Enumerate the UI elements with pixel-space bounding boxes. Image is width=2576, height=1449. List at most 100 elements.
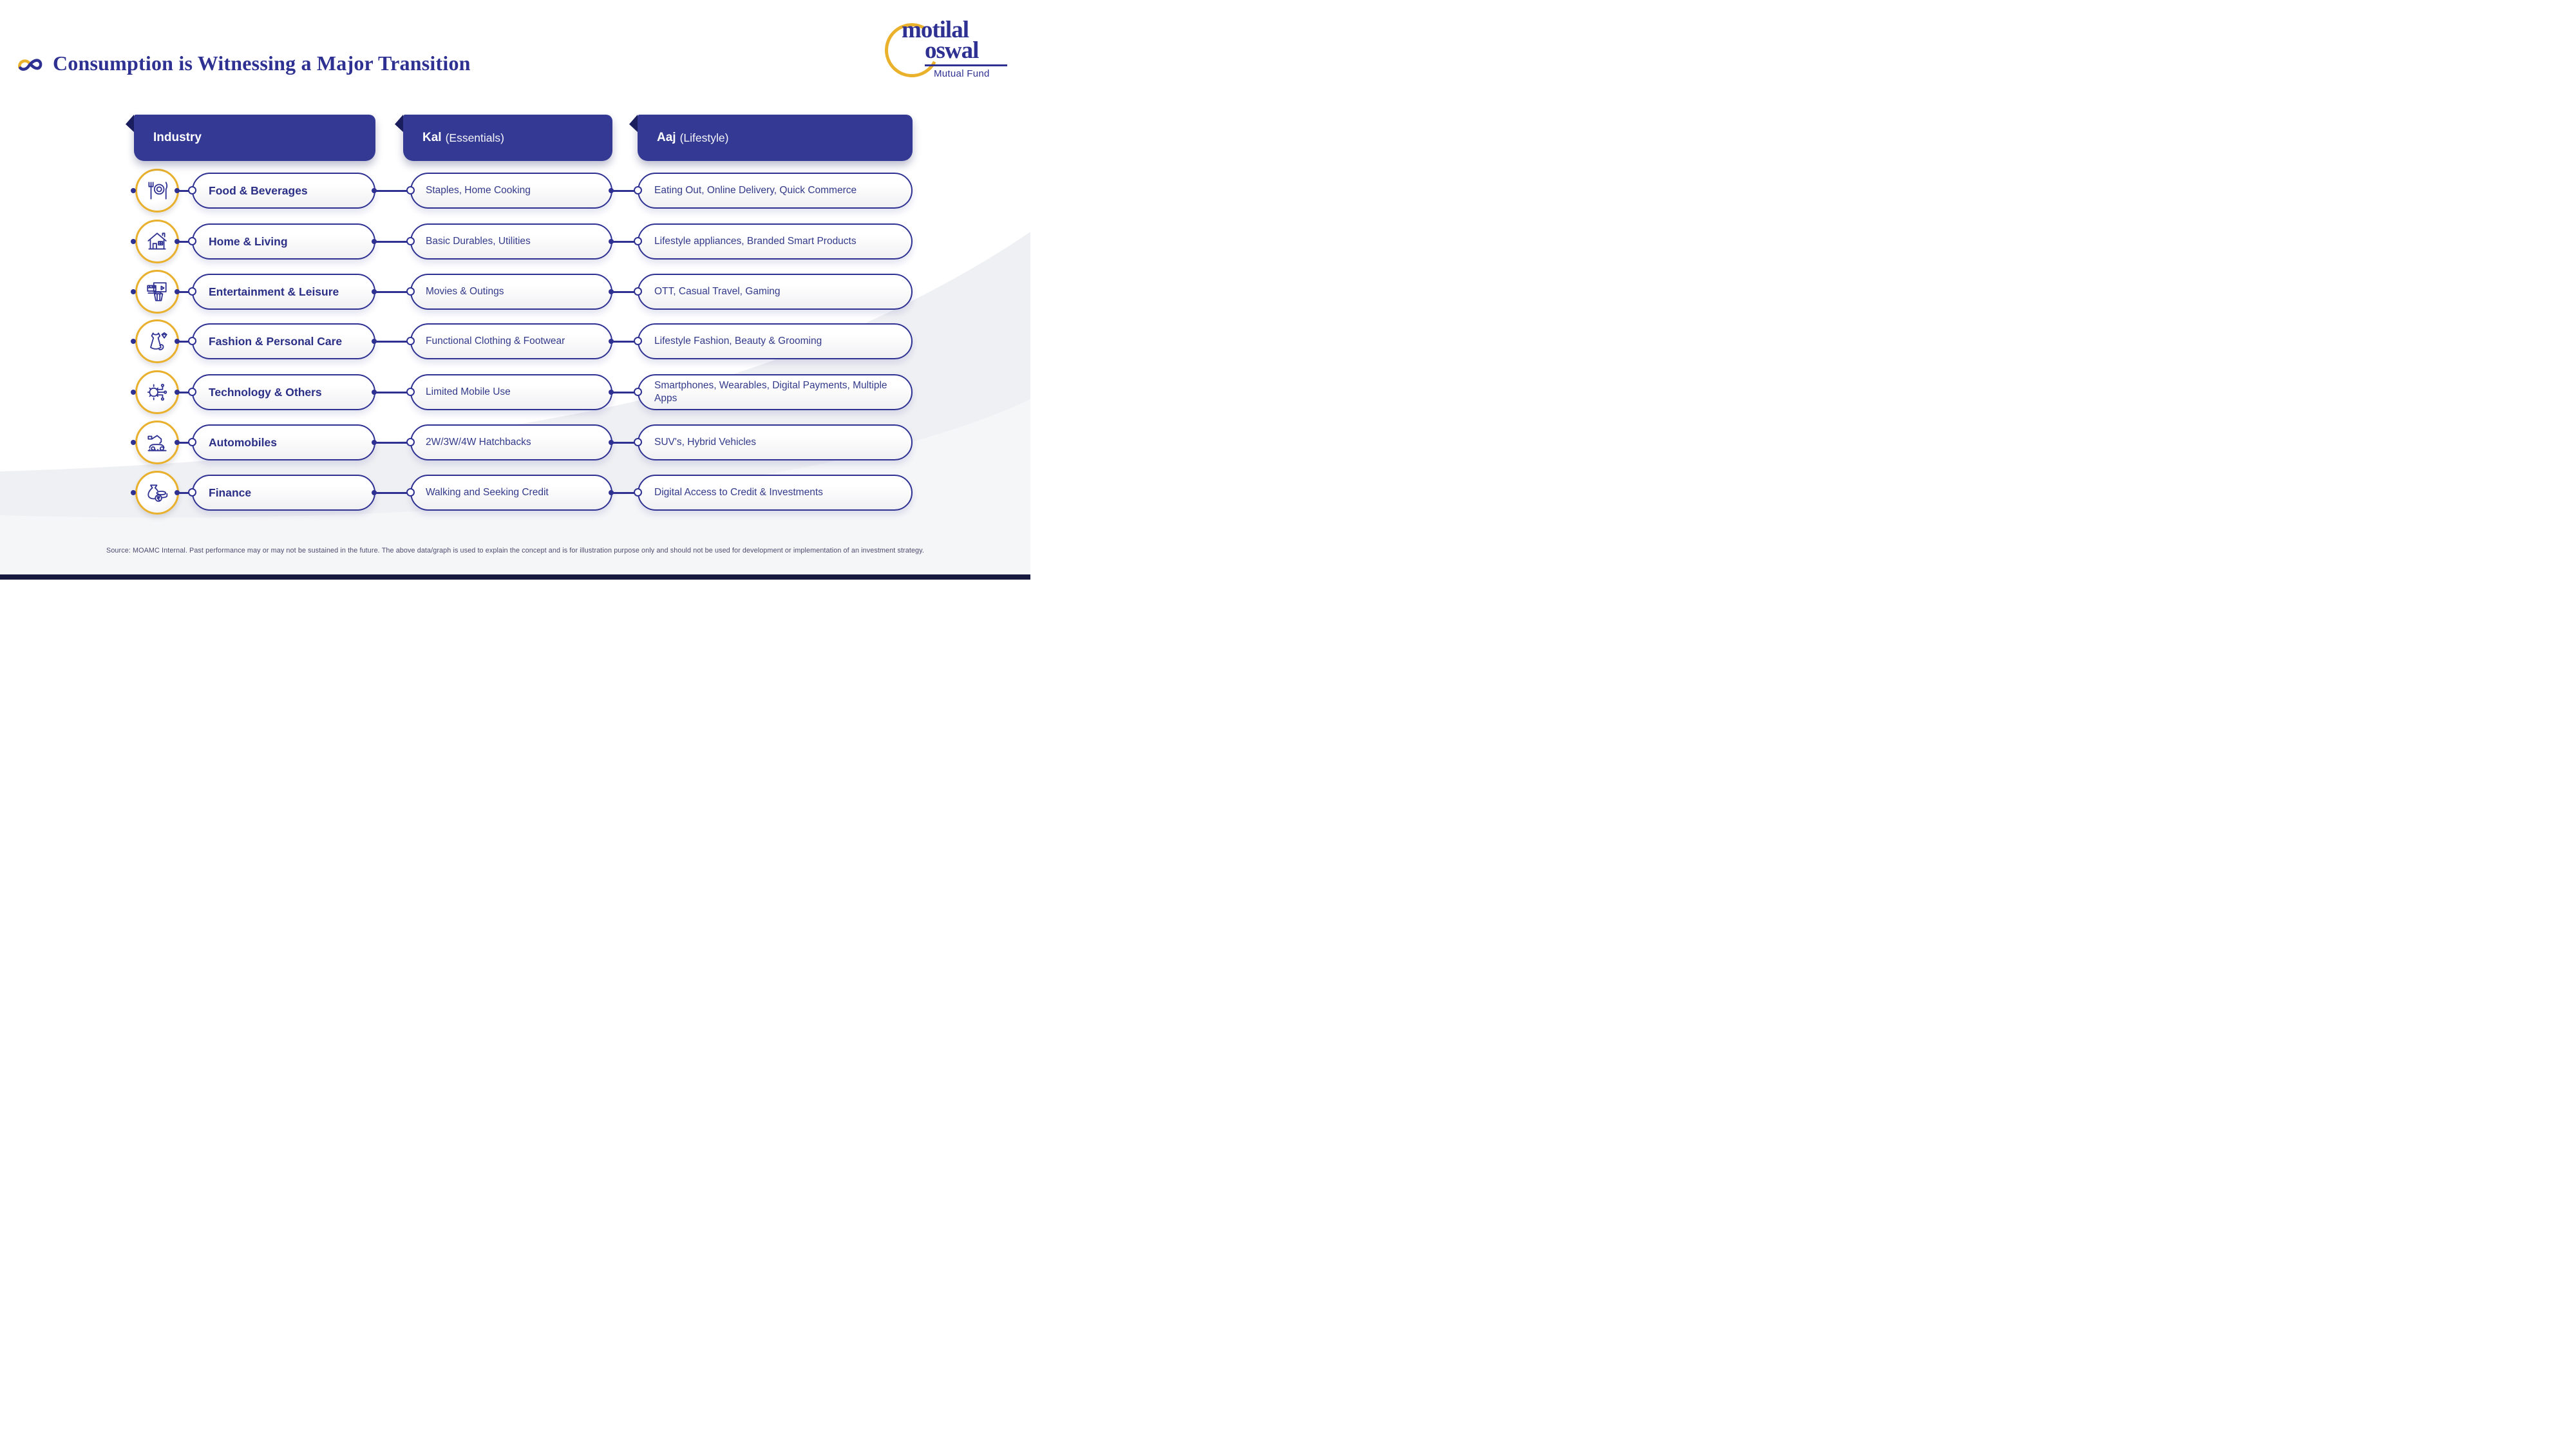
automobile-icon (147, 435, 167, 451)
connector-ring (406, 438, 415, 446)
kal-pill: Basic Durables, Utilities (410, 223, 612, 260)
technology-icon (147, 383, 167, 401)
connector-dot (372, 390, 377, 395)
connector-ring (188, 237, 196, 245)
connector-line (179, 290, 193, 293)
connector-dot (175, 239, 180, 244)
aaj-pill: Lifestyle Fashion, Beauty & Grooming (638, 323, 913, 359)
connector-ring (406, 237, 415, 245)
connector-line (612, 491, 642, 494)
connector-ring (634, 488, 642, 497)
header-kal-label: Kal (422, 131, 442, 144)
connector-ring (634, 186, 642, 194)
connector-dot (175, 390, 180, 395)
connector-ring (634, 287, 642, 296)
industry-pill: Fashion & Personal Care (192, 323, 375, 359)
connector-dot (372, 339, 377, 344)
connector-dot (609, 490, 614, 495)
connector-dot (372, 188, 377, 193)
icon-badge (135, 471, 179, 515)
connector-line (612, 340, 642, 343)
connector-ring (188, 488, 196, 497)
connector-line (179, 441, 193, 444)
connector-ring (634, 337, 642, 345)
connector-dot (131, 490, 136, 495)
kal-pill: Limited Mobile Use (410, 374, 612, 410)
connector-ring (406, 337, 415, 345)
kal-pill: Walking and Seeking Credit (410, 475, 612, 511)
connector-line (179, 391, 193, 393)
icon-badge (135, 220, 179, 263)
brand-name-line1: motilal (902, 17, 969, 43)
header-industry-label: Industry (153, 131, 202, 144)
connector-line (612, 441, 642, 444)
icon-badge (135, 370, 179, 414)
connector-dot (131, 239, 136, 244)
industry-pill: Technology & Others (192, 374, 375, 410)
connector-dot (372, 440, 377, 445)
connector-ring (188, 186, 196, 194)
connector-line (375, 189, 412, 192)
connector-ring (188, 388, 196, 396)
industry-pill: Entertainment & Leisure (192, 274, 375, 310)
aaj-pill: OTT, Casual Travel, Gaming (638, 274, 913, 310)
table-row: Home & Living Basic Durables, Utilities … (0, 220, 1030, 263)
kal-pill: Movies & Outings (410, 274, 612, 310)
connector-dot (609, 440, 614, 445)
connector-line (612, 240, 642, 243)
connector-line (375, 491, 412, 494)
aaj-pill: Lifestyle appliances, Branded Smart Prod… (638, 223, 913, 260)
brand-subtitle: Mutual Fund (934, 68, 990, 79)
icon-badge (135, 270, 179, 314)
brand-divider (925, 64, 1007, 66)
connector-dot (609, 339, 614, 344)
industry-pill: Home & Living (192, 223, 375, 260)
header-aaj-label: Aaj (657, 131, 676, 144)
aaj-pill: Smartphones, Wearables, Digital Payments… (638, 374, 913, 410)
icon-badge (135, 421, 179, 464)
connector-dot (609, 188, 614, 193)
connector-dot (372, 239, 377, 244)
brand-name-line2: oswal (925, 37, 979, 64)
header-industry: Industry (134, 115, 375, 161)
connector-dot (609, 390, 614, 395)
industry-pill: Food & Beverages (192, 173, 375, 209)
connector-ring (406, 488, 415, 497)
brand-logo: motilal oswal Mutual Fund (878, 16, 1014, 89)
connector-ring (188, 337, 196, 345)
connector-line (375, 391, 412, 393)
table-row: Finance Walking and Seeking Credit Digit… (0, 471, 1030, 515)
connector-dot (372, 289, 377, 294)
connector-dot (372, 490, 377, 495)
kal-pill: Functional Clothing & Footwear (410, 323, 612, 359)
page-title: Consumption is Witnessing a Major Transi… (53, 52, 471, 75)
connector-dot (131, 440, 136, 445)
connector-dot (131, 289, 136, 294)
connector-dot (131, 339, 136, 344)
connector-dot (175, 188, 180, 193)
connector-dot (175, 339, 180, 344)
connector-ring (634, 237, 642, 245)
connector-ring (188, 287, 196, 296)
connector-line (612, 290, 642, 293)
kal-pill: 2W/3W/4W Hatchbacks (410, 424, 612, 460)
industry-pill: Finance (192, 475, 375, 511)
connector-line (612, 189, 642, 192)
table-row: Entertainment & Leisure Movies & Outings… (0, 270, 1030, 314)
table-row: Food & Beverages Staples, Home Cooking E… (0, 169, 1030, 213)
connector-ring (406, 287, 415, 296)
connector-ring (406, 388, 415, 396)
infinity-swoosh-icon (18, 59, 43, 71)
connector-ring (634, 438, 642, 446)
connector-line (179, 189, 193, 192)
aaj-pill: Digital Access to Credit & Investments (638, 475, 913, 511)
bottom-bar (0, 574, 1030, 580)
connector-line (179, 340, 193, 343)
header-kal: Kal (Essentials) (403, 115, 612, 161)
icon-badge (135, 319, 179, 363)
connector-line (375, 290, 412, 293)
connector-dot (609, 289, 614, 294)
icon-badge (135, 169, 179, 213)
connector-line (179, 240, 193, 243)
connector-dot (609, 239, 614, 244)
